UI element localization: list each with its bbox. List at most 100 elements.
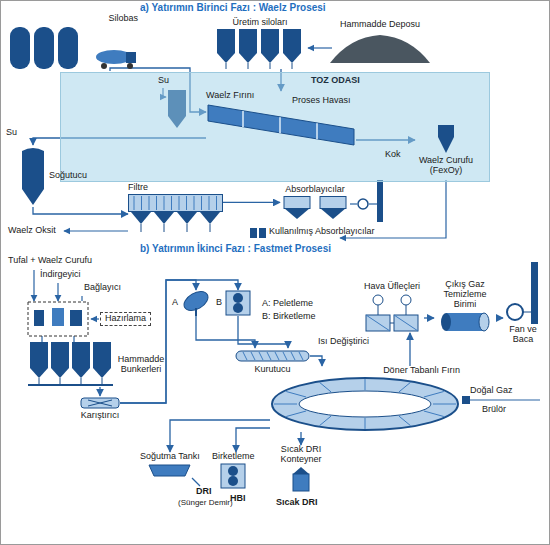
drawing-part bbox=[221, 464, 245, 488]
drawing-part bbox=[446, 313, 484, 331]
flow-arrow bbox=[170, 420, 270, 452]
drawing-part bbox=[30, 368, 48, 378]
drawing-part bbox=[156, 196, 157, 210]
drawing-part bbox=[233, 303, 243, 313]
drawing-part bbox=[34, 27, 54, 69]
flow-arrow bbox=[33, 207, 128, 214]
drawing-part bbox=[228, 466, 238, 476]
drawing-part bbox=[291, 352, 295, 360]
text-label: Waelz Oksit bbox=[8, 226, 56, 236]
drawing-part bbox=[248, 63, 249, 69]
flow-arrow bbox=[236, 428, 270, 452]
drawing-part bbox=[164, 224, 165, 232]
drawing-part bbox=[279, 117, 281, 133]
drawing-part bbox=[438, 137, 454, 153]
drawing-part bbox=[406, 305, 407, 315]
used-absorber: Kullanılmış Absorblayıcılar bbox=[250, 226, 375, 238]
drawing-part bbox=[261, 53, 279, 63]
node-label: Hava Üfleçleri bbox=[364, 282, 420, 292]
drawing-part bbox=[293, 467, 309, 474]
drawing-part bbox=[57, 283, 58, 301]
text-label: Isı Değiştirici bbox=[318, 337, 369, 347]
drawing-part bbox=[239, 29, 257, 53]
flow-arrow bbox=[196, 316, 255, 348]
equipment-symbol bbox=[235, 348, 310, 364]
drawing-part bbox=[102, 378, 103, 384]
equipment-symbol bbox=[330, 31, 430, 63]
equipment-symbol bbox=[8, 25, 138, 71]
drawing-part bbox=[358, 199, 368, 209]
text-label: Kok bbox=[385, 150, 401, 160]
text-label: İndirgeyici bbox=[40, 270, 81, 280]
drawing-part bbox=[243, 352, 247, 360]
slag-hopper: Waelz Curufu (FexOy) bbox=[415, 125, 477, 176]
equipment-symbol bbox=[360, 293, 424, 333]
drawing-part bbox=[283, 29, 301, 53]
node-label: Kurutucu bbox=[254, 365, 290, 375]
drawing-part bbox=[365, 418, 366, 429]
flow-arrow bbox=[424, 317, 434, 318]
drawing-part bbox=[177, 212, 197, 224]
drawing-part bbox=[58, 27, 78, 69]
equipment-symbol bbox=[28, 342, 113, 387]
drawing-part bbox=[433, 403, 456, 404]
node-label: Hammadde Deposu bbox=[340, 20, 420, 30]
drawing-part bbox=[308, 47, 332, 48]
equipment-symbol bbox=[215, 29, 305, 69]
drawing-part bbox=[41, 336, 42, 342]
drawing-part bbox=[283, 53, 301, 63]
flow-arrow bbox=[300, 432, 301, 445]
drawing-part bbox=[52, 308, 64, 326]
drawing-part bbox=[283, 352, 287, 360]
drawing-part bbox=[64, 230, 128, 231]
drawing-part bbox=[201, 196, 202, 210]
drawing-part bbox=[320, 196, 346, 208]
drawing-part bbox=[479, 313, 489, 331]
drawing-part bbox=[293, 474, 309, 491]
flow-arrow bbox=[120, 280, 238, 403]
text-label: Proses Havası bbox=[292, 96, 351, 106]
text-label: HBI bbox=[230, 494, 246, 504]
drawing-part bbox=[194, 196, 195, 210]
drawing-part bbox=[226, 63, 227, 69]
drawing-part bbox=[28, 302, 88, 336]
fan-stack bbox=[358, 180, 383, 222]
mixer: Karıştırıcı bbox=[80, 396, 120, 421]
cooling-tank: Soğutma Tankı bbox=[140, 452, 200, 477]
drawing-part bbox=[316, 123, 318, 139]
drawing-part bbox=[274, 403, 297, 404]
drawing-part bbox=[149, 196, 150, 210]
text-label: Brülör bbox=[482, 405, 506, 415]
drawing-part bbox=[366, 315, 390, 331]
text-label: Tufal + Waelz Curufu bbox=[8, 256, 92, 266]
absorber: Absorblayıcılar bbox=[280, 185, 350, 220]
bag-filter: Filtre bbox=[128, 183, 223, 232]
drawing-part bbox=[275, 352, 279, 360]
drawing-part bbox=[88, 400, 112, 406]
pelletizer: A bbox=[172, 290, 211, 316]
flow-arrow bbox=[409, 333, 410, 366]
bunker-group: Hammadde Bunkerleri bbox=[28, 342, 166, 387]
equipment-symbol bbox=[225, 290, 251, 316]
equipment-symbol bbox=[440, 311, 490, 333]
drawing-part bbox=[171, 196, 172, 210]
drawing-part bbox=[250, 228, 257, 238]
drawing-part bbox=[441, 313, 451, 331]
node-label: Kullanılmış Absorblayıcılar bbox=[269, 227, 375, 237]
drawing-part bbox=[267, 352, 271, 360]
drawing-part bbox=[424, 391, 444, 397]
drawing-part bbox=[369, 203, 377, 204]
equipment-symbol bbox=[436, 125, 456, 155]
drawing-part bbox=[242, 111, 244, 127]
node-label: Döner Tabanlı Fırın bbox=[383, 366, 460, 376]
drawing-part bbox=[394, 315, 418, 331]
equipment-symbol bbox=[503, 262, 543, 324]
node-label: Silobas bbox=[108, 14, 138, 24]
section-heading: a) Yatırımın Birinci Fazı : Waelz Proses… bbox=[140, 2, 326, 13]
node-label: Waelz Curufu (FexOy) bbox=[415, 156, 477, 176]
drawing-part bbox=[60, 378, 61, 384]
flow-arrow bbox=[120, 280, 196, 403]
drawing-part bbox=[330, 35, 430, 63]
drawing-part bbox=[401, 295, 411, 305]
